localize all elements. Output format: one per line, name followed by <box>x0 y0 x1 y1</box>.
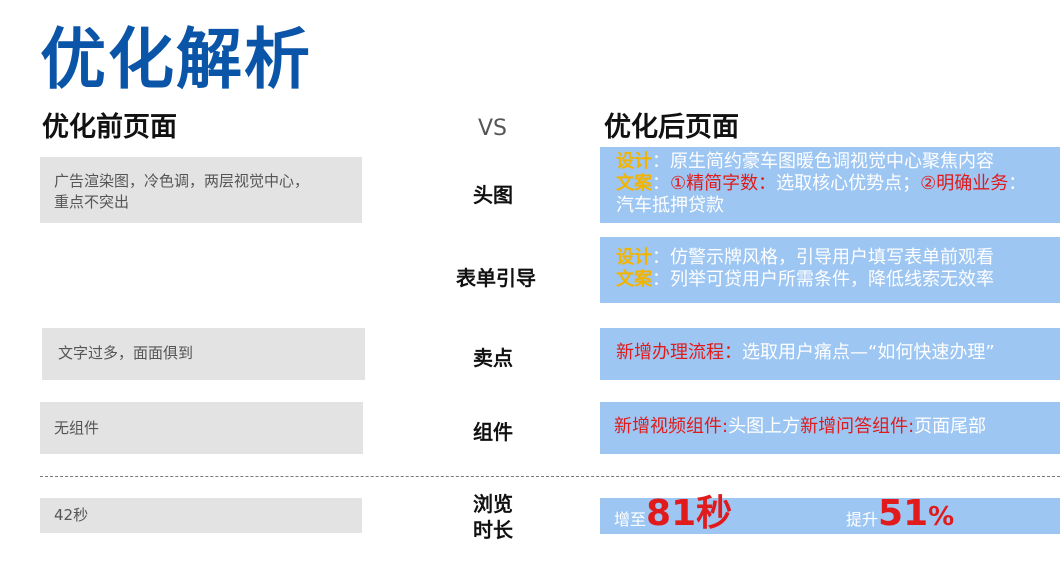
copy-line: 文案：①精简字数：选取核心优势点；②明确业务： <box>616 173 1044 195</box>
copy-text: 列举可贷用户所需条件，降低线索无效率 <box>670 269 994 290</box>
copy-key: 文案 <box>616 269 652 290</box>
before-text-line: 文字过多，面面俱到 <box>58 344 194 362</box>
qa-component-key: 新增问答组件: <box>800 416 915 437</box>
separator: ： <box>652 173 670 194</box>
before-box-selling-point: 文字过多，面面俱到 <box>42 328 365 380</box>
design-line: 设计：仿警示牌风格，引导用户填写表单前观看 <box>616 247 1044 269</box>
label-line: 时长 <box>473 518 513 542</box>
browse-time-lift: 提升51% <box>846 494 954 537</box>
copy-text-2: ： <box>1008 173 1027 194</box>
copy-text-1: 选取核心优势点； <box>776 173 921 194</box>
after-box-head-image: 设计：原生简约豪车图暖色调视觉中心聚焦内容 文案：①精简字数：选取核心优势点；②… <box>600 147 1060 223</box>
components-line: 新增视频组件:头图上方新增问答组件:页面尾部 <box>614 416 1046 438</box>
video-component-key: 新增视频组件: <box>614 416 729 437</box>
design-text: 仿警示牌风格，引导用户填写表单前观看 <box>670 247 994 268</box>
after-box-form-guide: 设计：仿警示牌风格，引导用户填写表单前观看 文案：列举可贷用户所需条件，降低线索… <box>600 237 1060 303</box>
row-label-form-guide: 表单引导 <box>456 266 536 290</box>
design-line: 设计：原生简约豪车图暖色调视觉中心聚焦内容 <box>616 151 1044 173</box>
design-key: 设计 <box>616 151 652 172</box>
row-label-selling-point: 卖点 <box>473 346 513 370</box>
lift-unit: % <box>928 502 955 532</box>
new-process-key: 新增办理流程： <box>616 342 742 363</box>
copy-key: 文案 <box>616 173 652 194</box>
separator: ： <box>652 247 670 268</box>
before-text-line: 42秒 <box>54 506 89 524</box>
lift-value: 51 <box>878 493 929 534</box>
dashed-divider <box>40 476 1060 477</box>
separator: ： <box>652 269 670 290</box>
after-box-browse-time <box>600 498 1060 534</box>
after-box-components: 新增视频组件:头图上方新增问答组件:页面尾部 <box>600 402 1060 454</box>
before-box-browse-time: 42秒 <box>40 498 362 533</box>
video-component-text: 头图上方 <box>728 416 801 437</box>
copy-line: 文案：列举可贷用户所需条件，降低线索无效率 <box>616 269 1044 291</box>
selling-line: 新增办理流程：选取用户痛点—“如何快速办理” <box>616 342 1044 364</box>
before-heading: 优化前页面 <box>42 112 177 143</box>
selling-text: 选取用户痛点—“如何快速办理” <box>742 342 995 363</box>
row-label-browse-time: 浏览 时长 <box>453 491 533 543</box>
before-text-line: 广告渲染图，冷色调，两层视觉中心， <box>54 172 310 190</box>
row-label-components: 组件 <box>473 420 513 444</box>
copy-point-1: ①精简字数： <box>670 173 777 194</box>
label-line: 浏览 <box>473 492 513 516</box>
after-box-selling-point: 新增办理流程：选取用户痛点—“如何快速办理” <box>600 328 1060 380</box>
before-box-components: 无组件 <box>40 402 363 454</box>
qa-component-text: 页面尾部 <box>914 416 987 437</box>
row-label-head-image: 头图 <box>473 183 513 207</box>
browse-time-increase: 增至81秒 <box>614 494 732 534</box>
after-heading: 优化后页面 <box>604 112 739 143</box>
separator: ： <box>652 151 670 172</box>
before-text-line: 无组件 <box>54 419 100 437</box>
design-key: 设计 <box>616 247 652 268</box>
increase-prefix: 增至 <box>614 510 647 529</box>
copy-point-2: ②明确业务 <box>920 173 1009 194</box>
increase-value: 81秒 <box>646 493 733 534</box>
before-box-head-image: 广告渲染图，冷色调，两层视觉中心， 重点不突出 <box>40 157 362 223</box>
vs-label: VS <box>478 116 508 141</box>
lift-prefix: 提升 <box>846 510 879 529</box>
design-text: 原生简约豪车图暖色调视觉中心聚焦内容 <box>670 151 994 172</box>
page-title: 优化解析 <box>40 21 312 98</box>
copy-continuation: 汽车抵押贷款 <box>616 195 724 216</box>
before-text-line: 重点不突出 <box>54 193 130 211</box>
